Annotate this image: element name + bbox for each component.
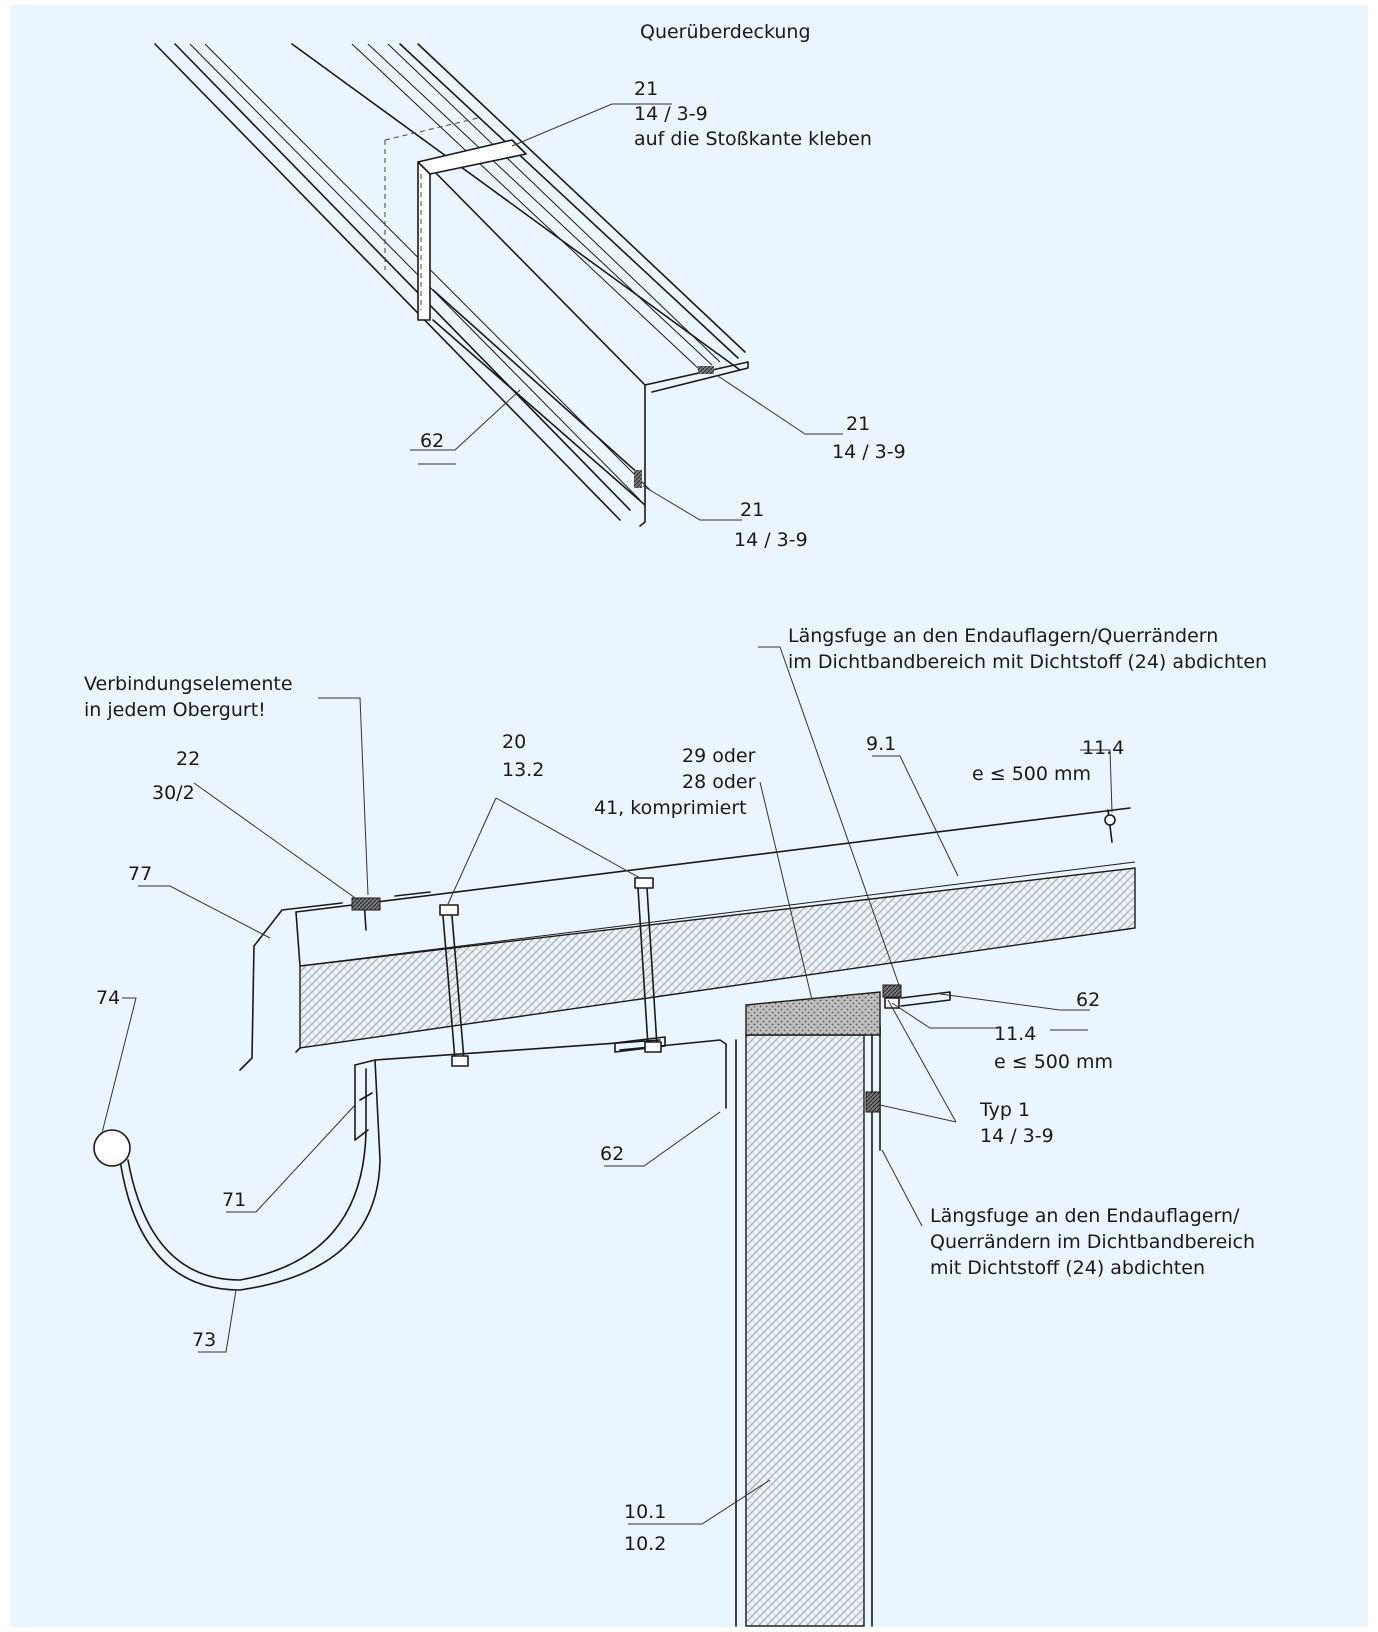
verbindung-line2: in jedem Obergurt!	[84, 699, 266, 721]
gutter-assembly	[93, 1039, 661, 1291]
note-top-line2: im Dichtbandbereich mit Dichtstoff (24) …	[788, 651, 1267, 673]
callout-mid-product: 14 / 3-9	[832, 441, 906, 463]
fastener-top-spacing: e ≤ 500 mm	[972, 763, 1091, 785]
sealant-line1: 29 oder	[682, 745, 756, 767]
note-bottom-line2: Querrändern im Dichtbandbereich	[930, 1231, 1255, 1253]
closure-flashing-62-left	[619, 1039, 727, 1109]
label-9-1: 9.1	[866, 733, 896, 755]
label-13-2: 13.2	[502, 759, 544, 781]
note-bottom-line1: Längsfuge an den Endauflagern/	[930, 1205, 1240, 1227]
callout-top-number: 21	[634, 78, 658, 100]
label-62-top: 62	[420, 430, 444, 452]
label-62-left: 62	[600, 1143, 624, 1165]
sealant-line3: 41, komprimiert	[594, 797, 747, 819]
callout-low-number: 21	[740, 499, 764, 521]
callout-mid-number: 21	[846, 413, 870, 435]
seal-strip-icon	[698, 366, 714, 374]
roof-panel-9-1	[295, 807, 1136, 1053]
label-71: 71	[222, 1189, 246, 1211]
callout-low-product: 14 / 3-9	[734, 529, 808, 551]
seal-strip-icon	[865, 1091, 881, 1113]
seal-strip-icon	[882, 984, 902, 998]
note-bottom-line3: mit Dichtstoff (24) abdichten	[930, 1257, 1205, 1279]
verbindung-line1: Verbindungselemente	[84, 673, 293, 695]
typ1-line2: 14 / 3-9	[980, 1125, 1054, 1147]
label-20: 20	[502, 731, 526, 753]
top-leaders	[410, 103, 843, 521]
label-73: 73	[192, 1329, 216, 1351]
wall-panel	[735, 991, 881, 1627]
label-22: 22	[176, 748, 200, 770]
label-30-2: 30/2	[152, 782, 195, 804]
bottom-leaders	[101, 103, 1113, 1525]
sealant-line2: 28 oder	[682, 771, 756, 793]
label-62-right: 62	[1076, 989, 1100, 1011]
wall-line2: 10.2	[624, 1533, 666, 1555]
fastener-low-spacing: e ≤ 500 mm	[994, 1051, 1113, 1073]
title-querueberdeckung: Querüberdeckung	[640, 21, 811, 43]
label-77: 77	[128, 863, 152, 885]
eave-flashing-77	[239, 902, 343, 1071]
drawing-sheet	[10, 5, 1368, 1627]
wall-line1: 10.1	[624, 1501, 666, 1523]
callout-top-product: 14 / 3-9	[634, 103, 708, 125]
fastener-top-number: 11.4	[1082, 737, 1124, 759]
fastener-low-number: 11.4	[994, 1023, 1036, 1045]
sealant-block	[745, 991, 881, 1036]
typ1-line1: Typ 1	[979, 1099, 1030, 1121]
gutter-bead-icon	[93, 1129, 131, 1167]
seal-strip-icon	[634, 470, 642, 488]
label-74: 74	[96, 987, 120, 1009]
note-top-line1: Längsfuge an den Endauflagern/Querränder…	[788, 625, 1218, 647]
top-ridge-flashing	[154, 43, 749, 527]
callout-top-instruction: auf die Stoßkante kleben	[634, 128, 872, 150]
